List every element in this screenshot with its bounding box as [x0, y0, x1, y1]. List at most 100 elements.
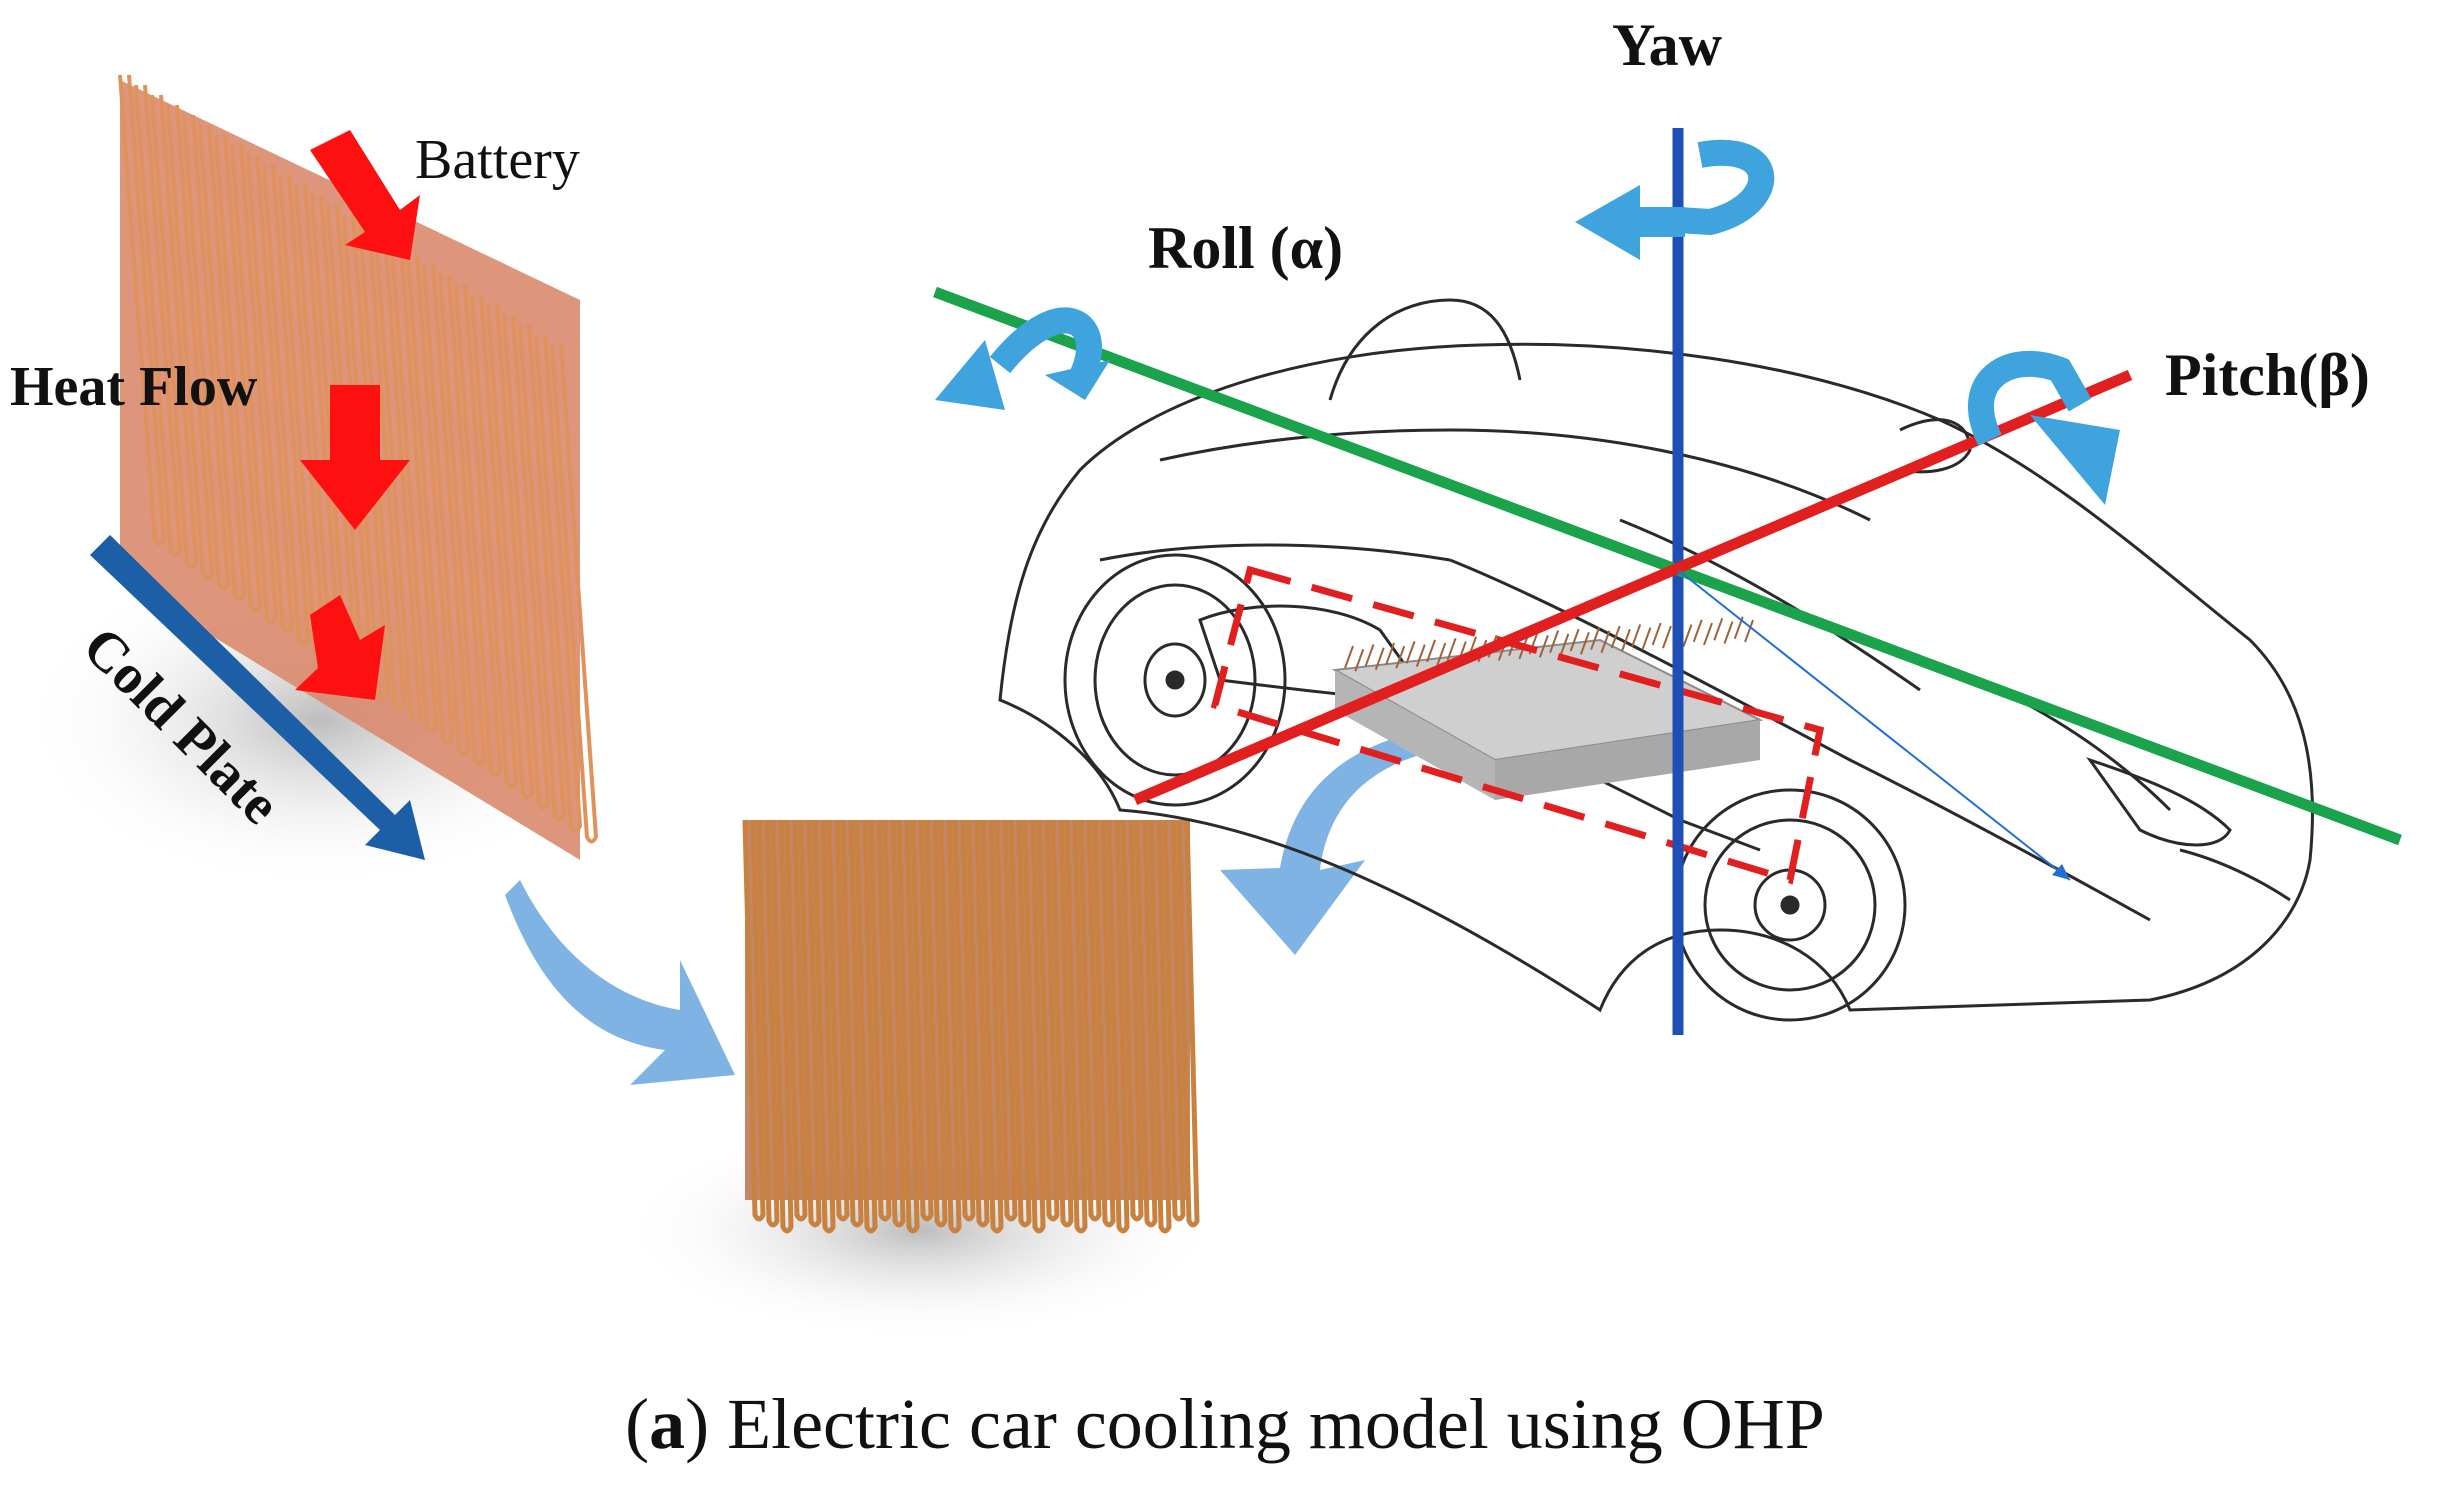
roll-rotation-arrow [935, 307, 1110, 410]
battery-fin [1405, 641, 1416, 664]
ohp-tube [938, 819, 962, 1234]
battery-fin [1385, 642, 1395, 666]
ohp-tube [784, 819, 808, 1222]
caption-open: ( [625, 1384, 649, 1464]
direction-indicator [1677, 569, 2071, 881]
battery-fin [1549, 630, 1560, 653]
ohp-tube [1176, 819, 1200, 1228]
battery-fin [1579, 631, 1590, 655]
ohp-tube [262, 164, 311, 646]
battery-fin [1651, 622, 1662, 646]
ohp-tube [1092, 819, 1116, 1228]
ohp-tube [882, 819, 906, 1228]
ohp-tube [358, 224, 407, 712]
ohp-tube [840, 819, 864, 1228]
battery-fin [1713, 617, 1724, 641]
heat-arrow-bottom [295, 595, 385, 700]
battery-fin [1374, 647, 1385, 671]
battery-fin [1538, 635, 1549, 658]
ohp-tube [812, 819, 836, 1234]
ohp-tube [1008, 819, 1032, 1228]
ohp-tube [1162, 819, 1186, 1222]
ohp-tube [230, 144, 279, 624]
ohp-tube [994, 819, 1018, 1222]
battery-fin [1692, 619, 1703, 643]
battery-fin [1723, 621, 1734, 644]
rear-wheel [1063, 553, 1287, 807]
battery-fin [1610, 625, 1621, 649]
ohp-tube [550, 344, 599, 844]
battery-fin [1426, 639, 1436, 663]
ohp-tube [1106, 819, 1130, 1234]
ohp-tube [438, 274, 487, 767]
ohp-tube [1148, 819, 1172, 1234]
front-wheel [1673, 788, 1907, 1022]
ohp-tube [966, 819, 990, 1228]
ohp-tube [150, 94, 199, 569]
ohp-tube [854, 819, 878, 1234]
ohp-tube [826, 819, 850, 1222]
caption-letter: a [649, 1384, 685, 1464]
car-outline [998, 298, 2314, 1013]
battery-fin [1631, 624, 1642, 647]
ohp-tube [182, 114, 231, 591]
ohp-tube [470, 294, 519, 789]
ohp-tube [742, 819, 766, 1222]
ohp-tube [1064, 819, 1088, 1234]
battery-fin [1446, 637, 1457, 661]
battery-fin [1662, 625, 1672, 649]
ohp-tube [134, 84, 183, 558]
ohp-tube [896, 819, 920, 1234]
ohp-tube [1120, 819, 1144, 1222]
ohp-tube [1078, 819, 1102, 1222]
battery-fin [1559, 633, 1570, 657]
ohp-tube [798, 819, 822, 1228]
battery-highlight-box [1210, 565, 1825, 885]
pitch-axis [1132, 369, 2133, 806]
transfer-arrow-left [505, 880, 735, 1085]
car-battery-pack [1331, 616, 1764, 800]
battery-fin [1395, 645, 1406, 669]
ohp-tube [502, 314, 551, 811]
ohp-tube [118, 74, 167, 547]
heat-arrow-top [310, 130, 420, 260]
heat-arrow-middle [300, 385, 410, 530]
pitch-rotation-arrow [1967, 350, 2120, 505]
ohp-tube [980, 819, 1004, 1234]
cold-plate-arrow [90, 535, 425, 860]
ohp-tube [214, 134, 263, 613]
battery-fin [1436, 642, 1447, 666]
battery-pack-front [1495, 720, 1760, 800]
direction-indicator-head [2052, 864, 2070, 880]
ohp-tube [910, 819, 934, 1222]
battery-fin [1620, 628, 1631, 652]
battery-fin [1641, 627, 1652, 651]
battery-fin [1569, 628, 1580, 652]
battery-fin [1682, 624, 1693, 647]
ohp-tube [952, 819, 976, 1222]
battery-fin [1590, 627, 1601, 650]
ohp-tube [486, 304, 535, 800]
ohp-tube [406, 254, 455, 745]
yaw-rotation-arrow [1575, 139, 1775, 260]
heat-flow-arrows [295, 130, 420, 700]
ohp-tube [166, 104, 215, 580]
battery-fin [1744, 619, 1754, 643]
ohp-tube [1022, 819, 1046, 1234]
battery-fin [1703, 622, 1713, 646]
battery-fin [1415, 644, 1426, 667]
ohp-tube [1036, 819, 1060, 1222]
ohp-tube [422, 264, 471, 756]
transfer-arrows [505, 725, 1480, 1085]
pitch-label: Pitch(β) [2165, 342, 2370, 408]
ohp-tube [924, 819, 948, 1228]
roll-label: Roll (α) [1148, 215, 1343, 281]
ohp-tube [246, 154, 295, 635]
ohp-tube [1050, 819, 1074, 1228]
battery-fin [1344, 645, 1354, 669]
ohp-tube [1134, 819, 1158, 1228]
figure-caption: (a) Electric car cooling model using OHP [625, 1384, 1825, 1464]
ohp-tube [390, 244, 439, 734]
battery-label: Battery [415, 129, 580, 191]
caption-text: ) Electric car cooling model using OHP [685, 1384, 1825, 1464]
